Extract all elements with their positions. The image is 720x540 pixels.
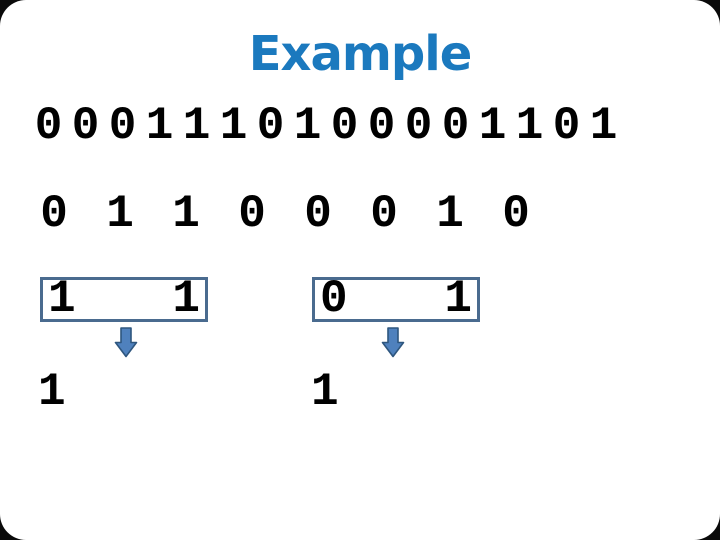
down-arrow-icon — [381, 327, 405, 358]
pair-box-left-digit: 1 — [48, 273, 76, 325]
bit-cell: 0 — [502, 188, 530, 240]
bit-cell: 1 — [589, 100, 618, 152]
bit-cell: 0 — [330, 100, 359, 152]
bit-row-spaced: 0 1 1 0 0 0 1 0 — [21, 190, 549, 238]
bit-cell: 0 — [367, 100, 396, 152]
bit-cell: 0 — [108, 100, 137, 152]
bit-cell: 0 — [238, 188, 266, 240]
bit-cell: 0 — [40, 188, 68, 240]
bit-cell: 1 — [106, 188, 134, 240]
bit-cell: 1 — [145, 100, 174, 152]
bit-cell: 1 — [182, 100, 211, 152]
bit-cell: 0 — [552, 100, 581, 152]
bit-cell: 0 — [370, 188, 398, 240]
bit-cell: 0 — [34, 100, 63, 152]
bit-cell: 0 — [404, 100, 433, 152]
bit-cell: 0 — [304, 188, 332, 240]
pair-box-left-digit: 0 — [320, 273, 348, 325]
bit-cell: 1 — [219, 100, 248, 152]
down-arrow-icon — [114, 327, 138, 358]
bit-cell: 1 — [478, 100, 507, 152]
bit-cell: 0 — [256, 100, 285, 152]
bit-cell: 0 — [441, 100, 470, 152]
result-bit: 1 — [311, 366, 339, 418]
pair-box-right-digit: 1 — [172, 273, 200, 325]
pair-box-left: 1 1 — [40, 273, 208, 325]
bit-cell: 1 — [293, 100, 322, 152]
pair-box-right-digit: 1 — [444, 273, 472, 325]
bit-row-full: 0 0 0 1 1 1 0 1 0 0 0 0 1 1 0 1 — [30, 102, 622, 150]
bit-cell: 1 — [436, 188, 464, 240]
bit-cell: 0 — [71, 100, 100, 152]
slide-title: Example — [248, 26, 473, 82]
bit-cell: 1 — [172, 188, 200, 240]
bit-cell: 1 — [515, 100, 544, 152]
pair-box-right: 0 1 — [312, 273, 480, 325]
result-bit: 1 — [38, 366, 66, 418]
